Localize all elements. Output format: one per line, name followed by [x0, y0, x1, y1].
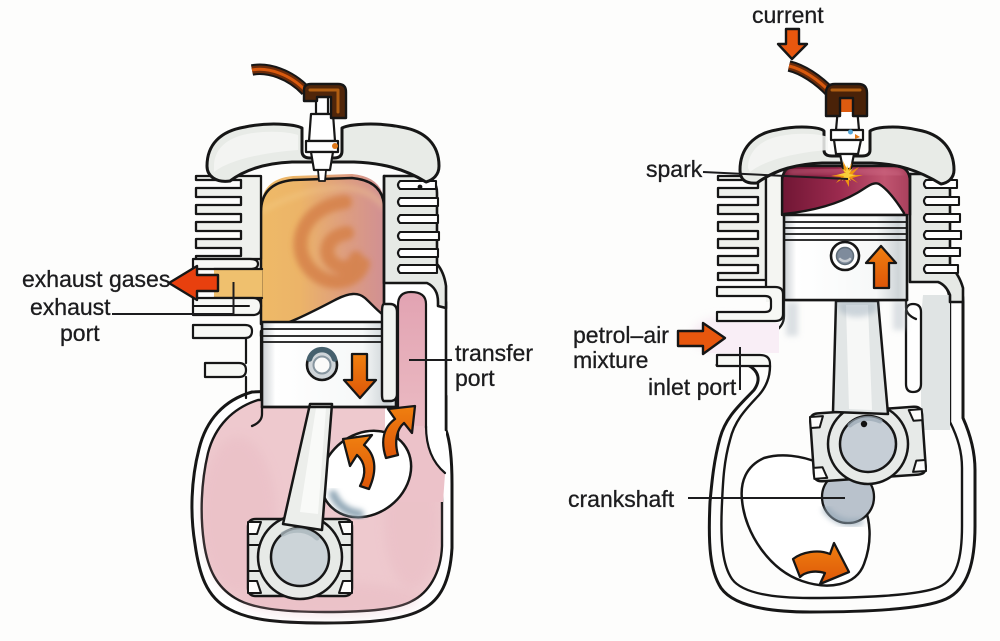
svg-text:petrol–air: petrol–air: [573, 322, 669, 348]
svg-text:port: port: [455, 365, 495, 391]
svg-text:mixture: mixture: [573, 347, 648, 373]
svg-text:exhaust: exhaust: [30, 294, 111, 320]
svg-text:port: port: [60, 320, 100, 346]
svg-text:transfer: transfer: [455, 340, 533, 366]
svg-text:exhaust gases: exhaust gases: [22, 266, 170, 292]
svg-text:crankshaft: crankshaft: [568, 486, 675, 512]
svg-text:inlet port: inlet port: [648, 374, 737, 400]
svg-text:spark: spark: [646, 156, 703, 182]
svg-text:current: current: [752, 2, 824, 28]
